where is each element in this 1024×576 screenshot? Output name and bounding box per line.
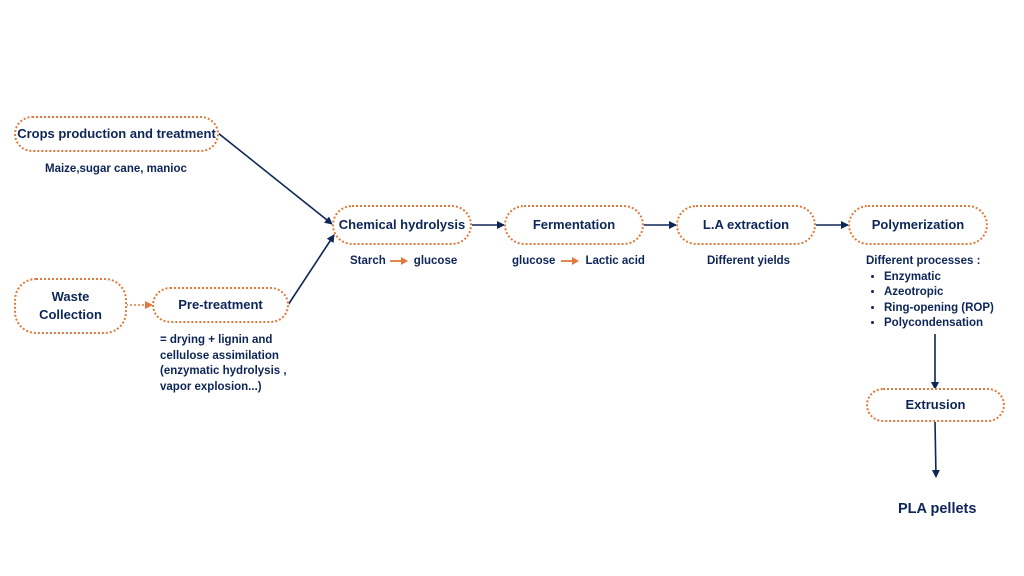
note-fermentation-from: glucose (512, 255, 556, 267)
note-extraction: Different yields (707, 255, 791, 267)
node-waste-label: Waste Collection (39, 289, 102, 322)
node-crops-production: Crops production and treatment (14, 116, 219, 152)
arrow-extrusion-to-pellets (931, 420, 940, 478)
node-chemical-hydrolysis: Chemical hydrolysis (332, 205, 472, 245)
arrow-pretreatment-to-hydrolysis (287, 234, 335, 306)
arrow-crops-to-hydrolysis (217, 132, 333, 225)
node-fermentation-label: Fermentation (532, 217, 616, 232)
node-la-extraction: L.A extraction (676, 205, 816, 245)
node-polymerization-label: Polymerization (871, 217, 965, 232)
node-hydrolysis-label: Chemical hydrolysis (338, 217, 466, 232)
orange-arrow-icon (389, 256, 408, 265)
note-hydrolysis-to: glucose (413, 255, 458, 267)
node-polymerization: Polymerization (848, 205, 988, 245)
note-crops: Maize,sugar cane, manioc (45, 163, 187, 175)
note-pretreatment: = drying + lignin and cellulose assimila… (160, 333, 287, 395)
note-pretreatment-line: = drying + lignin and (160, 334, 273, 346)
process-item: Polycondensation (884, 316, 994, 332)
process-list: Enzymatic Azeotropic Ring-opening (ROP) … (866, 270, 994, 332)
orange-arrow-icon (561, 256, 580, 265)
note-pretreatment-line: (enzymatic hydrolysis , (160, 365, 287, 377)
pla-pellets-label: PLA pellets (898, 501, 977, 517)
process-item: Ring-opening (ROP) (884, 301, 994, 317)
note-polymerization-title: Different processes : (866, 255, 981, 267)
note-pretreatment-line: vapor explosion...) (160, 380, 262, 393)
node-crops-label: Crops production and treatment (17, 126, 216, 141)
node-extraction-label: L.A extraction (702, 217, 790, 232)
note-fermentation: glucose Lactic acid (512, 254, 645, 270)
note-hydrolysis-from: Starch (350, 255, 386, 267)
note-hydrolysis: Starch glucose (350, 254, 457, 270)
note-pretreatment-line: cellulose assimilation (160, 349, 279, 362)
node-pretreatment: Pre-treatment (152, 287, 289, 323)
note-fermentation-to: Lactic acid (585, 255, 645, 267)
node-extrusion-label: Extrusion (905, 397, 966, 412)
process-item: Enzymatic (884, 270, 994, 286)
node-extrusion: Extrusion (866, 388, 1005, 422)
node-waste-collection: Waste Collection (14, 278, 127, 334)
node-fermentation: Fermentation (504, 205, 644, 245)
process-item: Azeotropic (884, 285, 994, 301)
note-polymerization: Different processes : Enzymatic Azeotrop… (866, 254, 994, 332)
node-pretreatment-label: Pre-treatment (178, 297, 263, 312)
